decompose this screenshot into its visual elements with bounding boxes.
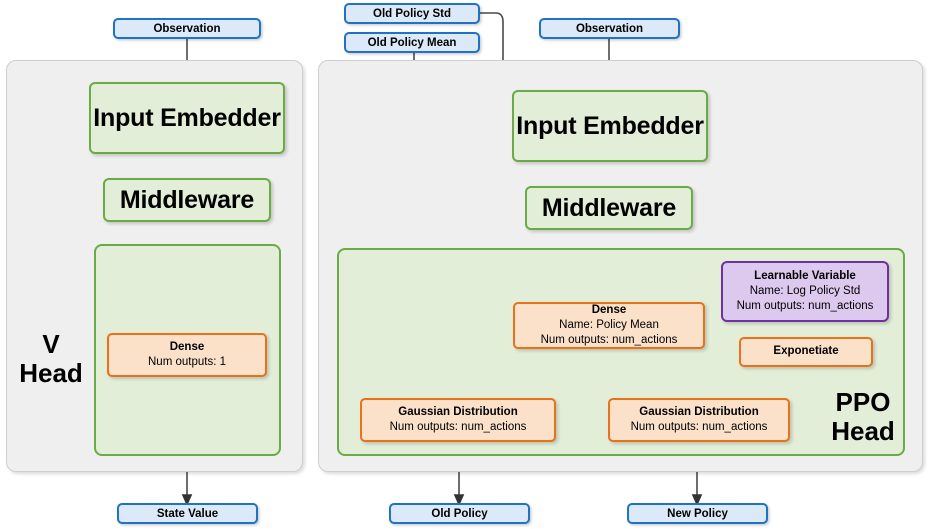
v-input-embedder[interactable]: Input Embedder [89, 82, 285, 154]
input-observation-ppo[interactable]: Observation [539, 18, 680, 39]
v-middleware-label: Middleware [119, 185, 255, 214]
ppo-head-title: PPO Head [831, 387, 895, 447]
ppo-learnable-variable-title: Learnable Variable [754, 269, 856, 282]
ppo-middleware-label: Middleware [541, 193, 677, 222]
ppo-dense-num-outputs: Num outputs: num_actions [540, 334, 678, 347]
ppo-learnable-variable-name: Name: Log Policy Std [749, 284, 861, 297]
input-observation-v-label: Observation [153, 22, 221, 35]
ppo-learnable-variable-num-outputs: Num outputs: num_actions [736, 300, 874, 313]
input-observation-ppo-label: Observation [575, 22, 644, 35]
input-old-policy-mean-label: Old Policy Mean [367, 36, 457, 49]
ppo-exponentiate[interactable]: Exponetiate [739, 337, 873, 367]
output-state-value-label: State Value [156, 507, 219, 520]
v-dense-title: Dense [169, 340, 205, 353]
ppo-middleware[interactable]: Middleware [525, 186, 693, 230]
output-old-policy[interactable]: Old Policy [389, 503, 530, 524]
ppo-input-embedder-label: Input Embedder [516, 111, 704, 140]
input-observation-v[interactable]: Observation [113, 18, 261, 39]
ppo-gaussian-old-num-outputs: Num outputs: num_actions [389, 421, 527, 433]
ppo-gaussian-old[interactable]: Gaussian Distribution Num outputs: num_a… [360, 398, 556, 442]
input-old-policy-mean[interactable]: Old Policy Mean [344, 32, 480, 53]
ppo-dense-title: Dense [591, 303, 627, 316]
ppo-exponentiate-title: Exponetiate [773, 345, 839, 358]
v-dense[interactable]: Dense Num outputs: 1 [107, 333, 267, 377]
v-middleware[interactable]: Middleware [103, 178, 271, 222]
output-new-policy[interactable]: New Policy [627, 503, 768, 524]
ppo-gaussian-new[interactable]: Gaussian Distribution Num outputs: num_a… [608, 398, 790, 442]
output-old-policy-label: Old Policy [431, 507, 488, 520]
v-head-title: V Head [19, 329, 83, 389]
ppo-dense-name: Name: Policy Mean [559, 318, 659, 331]
ppo-gaussian-new-num-outputs: Num outputs: num_actions [630, 421, 768, 433]
output-new-policy-label: New Policy [667, 507, 728, 520]
input-old-policy-std[interactable]: Old Policy Std [344, 3, 480, 24]
ppo-learnable-variable[interactable]: Learnable Variable Name: Log Policy Std … [721, 261, 889, 322]
ppo-gaussian-new-title: Gaussian Distribution [639, 405, 759, 418]
ppo-input-embedder[interactable]: Input Embedder [512, 90, 708, 162]
output-state-value[interactable]: State Value [117, 503, 258, 524]
ppo-dense-policy-mean[interactable]: Dense Name: Policy Mean Num outputs: num… [513, 302, 705, 349]
v-input-embedder-label: Input Embedder [93, 103, 281, 132]
v-dense-num-outputs: Num outputs: 1 [148, 356, 226, 368]
input-old-policy-std-label: Old Policy Std [373, 7, 451, 20]
ppo-gaussian-old-title: Gaussian Distribution [398, 405, 518, 418]
